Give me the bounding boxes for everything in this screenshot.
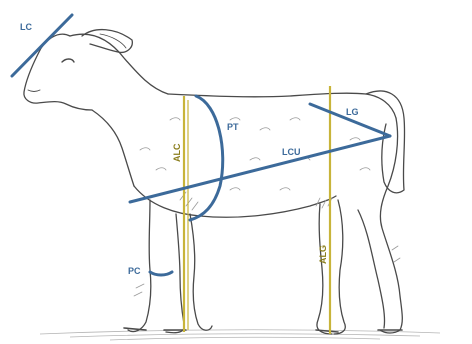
label-lc: LC [20,22,32,32]
sheep-neck [92,110,134,186]
sheep-ear [82,30,132,53]
sheep-head [24,34,92,110]
sheep-back [168,93,396,118]
label-lcu: LCU [282,147,301,157]
label-pt: PT [227,122,239,132]
lcu-measure-line [130,136,390,202]
label-lg: LG [346,107,359,117]
back-leg-far [334,200,345,334]
sheep-eye [62,59,74,62]
label-pc: PC [128,266,141,276]
label-alg: ALG [318,245,328,264]
label-alc: ALC [172,143,182,162]
sheep-belly [134,186,336,217]
ground-shadow [40,330,440,340]
front-leg-far [190,214,212,330]
pt-girth-arc [190,96,223,220]
pc-measure-line [150,272,172,275]
